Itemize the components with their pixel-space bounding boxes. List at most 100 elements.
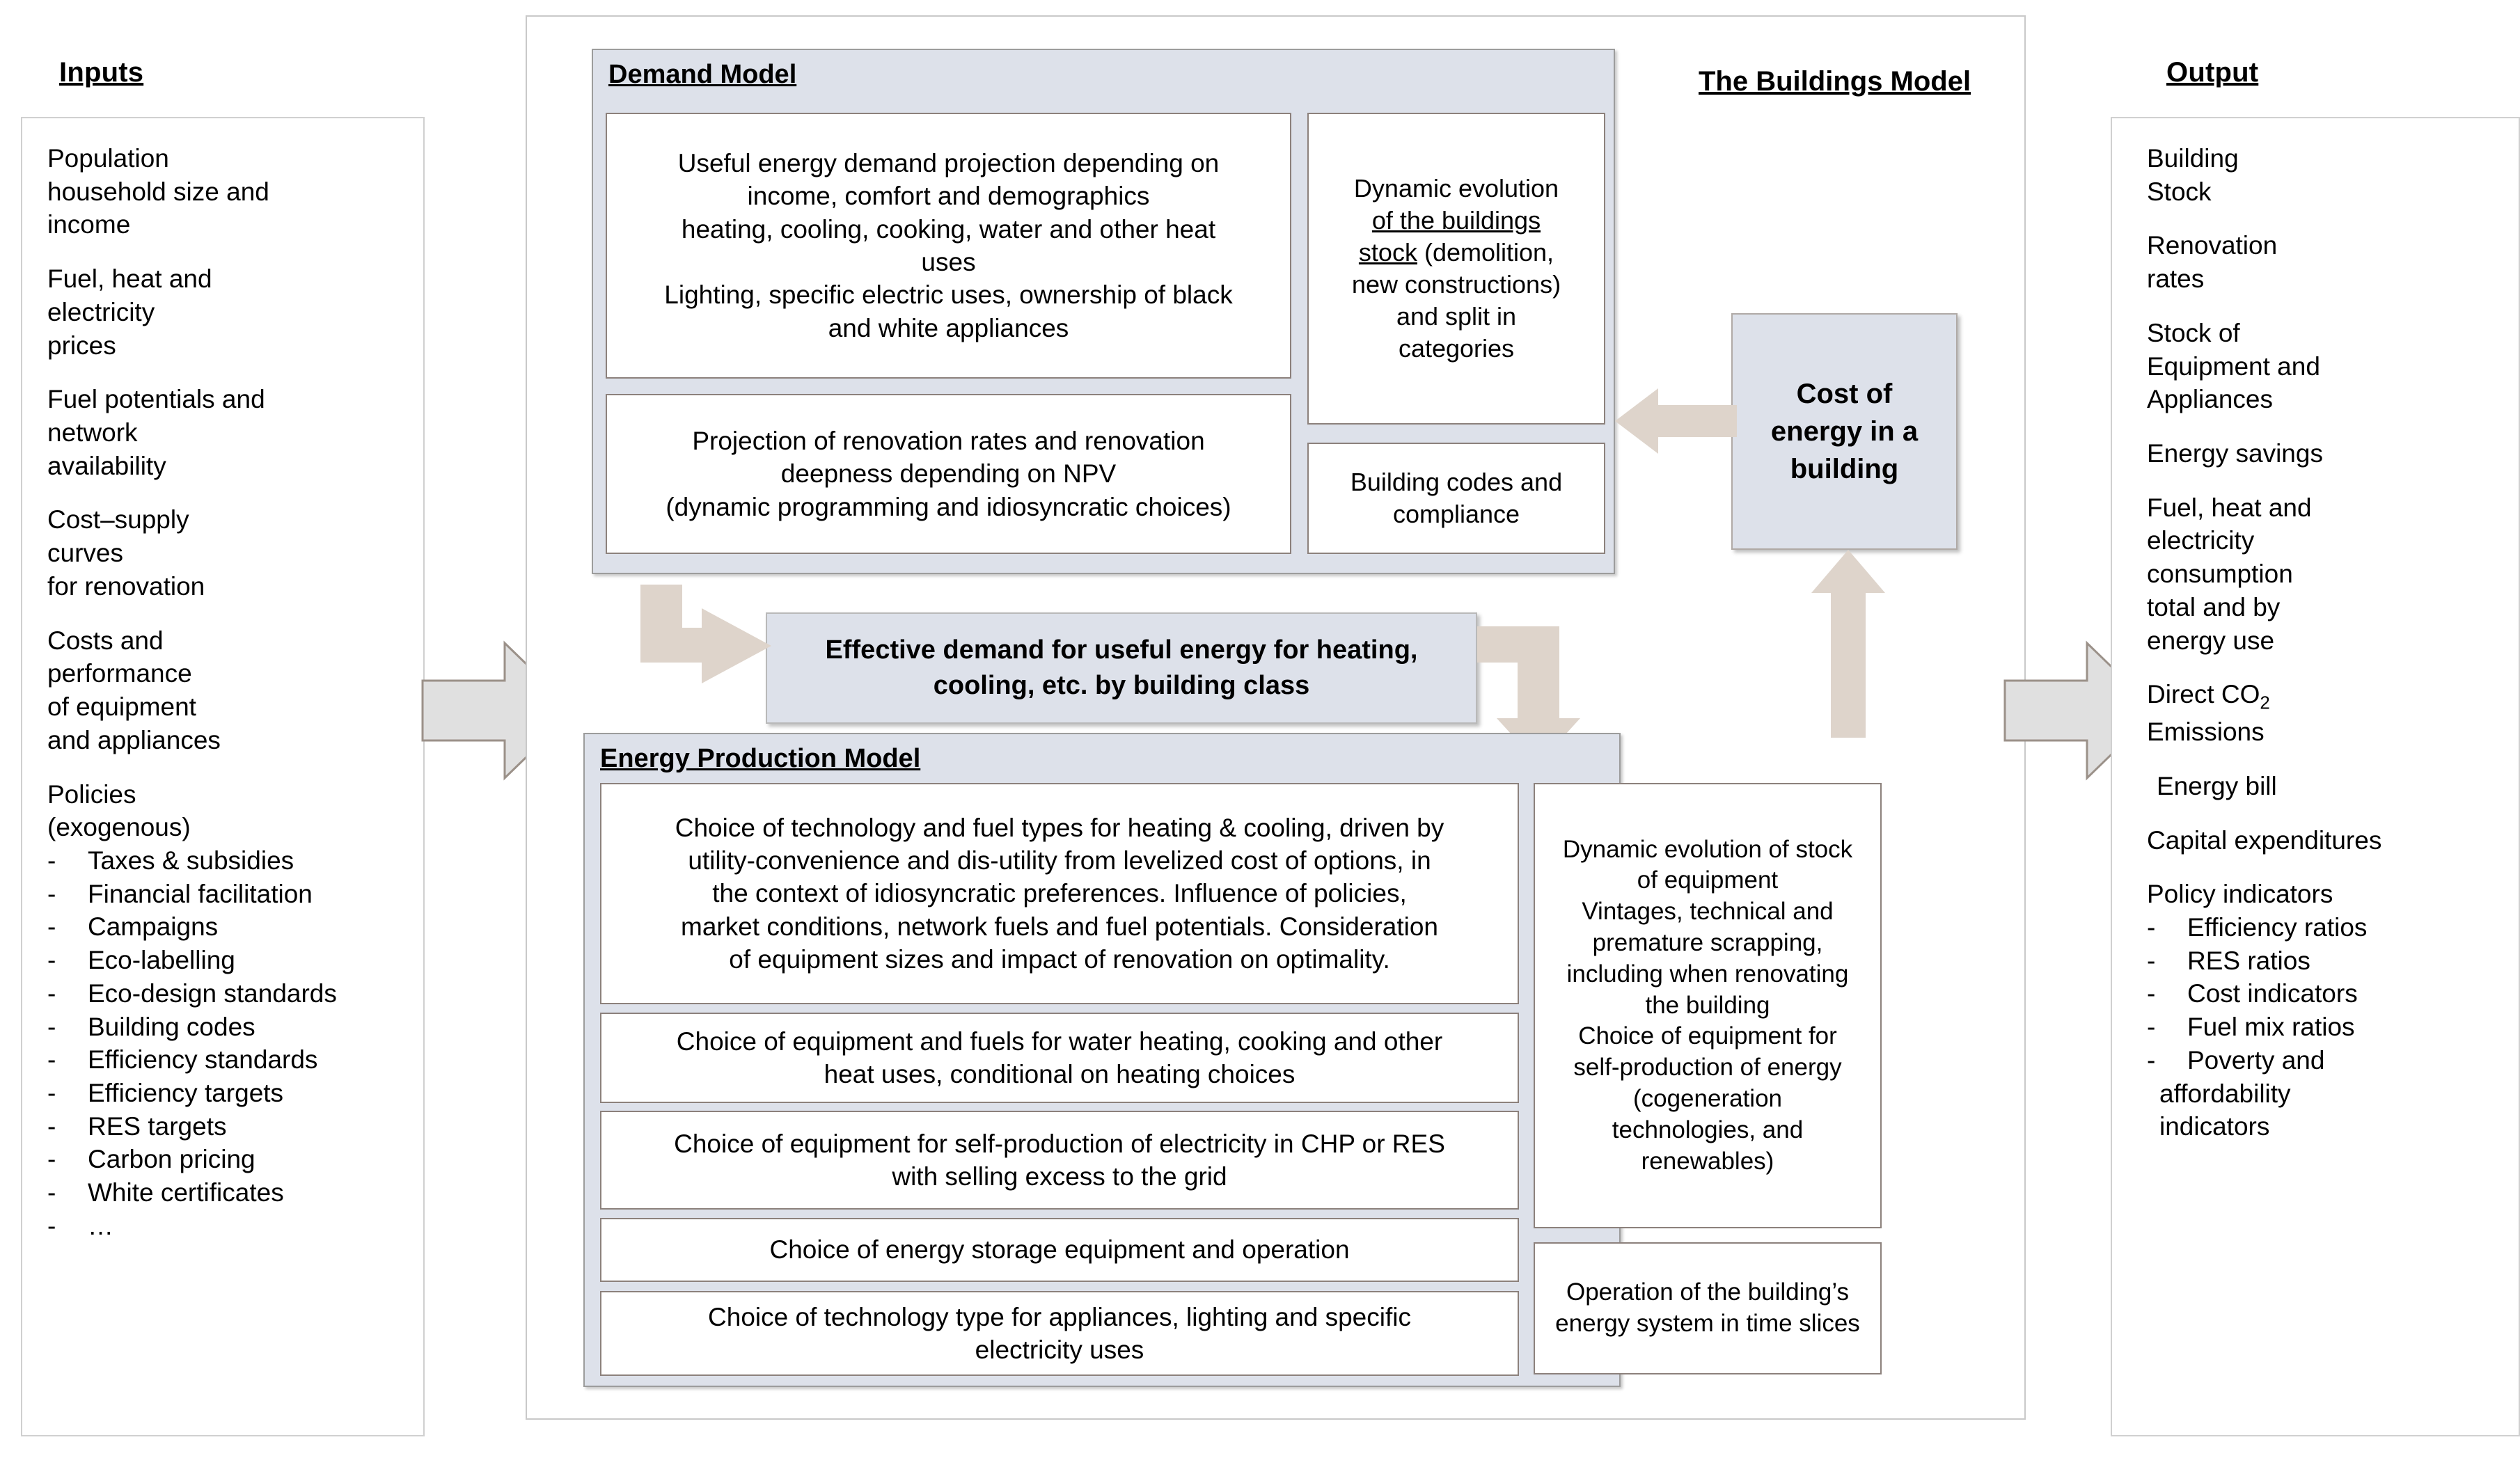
self-production-choice-text: Choice of equipment for self-production … <box>663 1120 1456 1201</box>
text-line: utility-convenience and dis-utility from… <box>688 846 1431 875</box>
output-line: Direct CO2 <box>2147 678 2494 715</box>
buildings-model-title: The Buildings Model <box>1699 66 1971 97</box>
cost-to-demand-arrow <box>1615 383 1737 459</box>
input-block: Cost–supply curves for renovation <box>47 503 398 603</box>
input-line: electricity <box>47 297 155 326</box>
policy-item: -Efficiency targets <box>47 1077 398 1110</box>
input-line: network <box>47 418 138 447</box>
production-to-cost-arrow <box>1810 550 1887 738</box>
policy-item: -Building codes <box>47 1011 398 1044</box>
policy-indicator-item: -Fuel mix ratios <box>2147 1011 2494 1044</box>
effective-demand-text: Effective demand for useful energy for h… <box>826 633 1418 704</box>
text-line: Choice of technology type for appliances… <box>708 1302 1411 1331</box>
text-line: Cost of <box>1796 379 1893 409</box>
text-line: uses <box>921 248 976 276</box>
input-line: household size and <box>47 177 269 206</box>
heating-cooling-choice-card: Choice of technology and fuel types for … <box>600 783 1519 1004</box>
building-codes-card: Building codes and compliance <box>1307 443 1605 554</box>
output-line: electricity <box>2147 526 2255 555</box>
output-line: Energy bill <box>2157 771 2277 800</box>
output-line: Renovation <box>2147 231 2278 260</box>
text-line: stock (demolition, <box>1352 237 1561 269</box>
text-line: electricity uses <box>975 1336 1144 1364</box>
input-block: Fuel, heat and electricity prices <box>47 262 398 362</box>
text-line: new constructions) <box>1351 270 1561 299</box>
output-block: Energy bill <box>2147 770 2494 803</box>
policy-label: Eco-labelling <box>88 946 235 975</box>
effective-to-production-arrow <box>1477 626 1599 766</box>
buildings-stock-text: Dynamic evolution of the buildings stock… <box>1341 166 1572 372</box>
output-line: Stock of <box>2147 318 2240 347</box>
text-line: categories <box>1398 334 1515 363</box>
dash-bullet: - <box>47 1111 56 1141</box>
output-line: Fuel, heat and <box>2147 493 2312 522</box>
input-line: Costs and <box>47 626 164 655</box>
output-line: Capital expenditures <box>2147 825 2382 855</box>
policy-item: -Eco-design standards <box>47 977 398 1011</box>
text-line: Effective demand for useful energy for h… <box>825 635 1418 665</box>
input-line: availability <box>47 451 166 480</box>
buildings-stock-card: Dynamic evolution of the buildings stock… <box>1307 113 1605 425</box>
text-line: Projection of renovation rates and renov… <box>692 426 1205 455</box>
output-list: Building Stock Renovation rates Stock of… <box>2112 118 2519 1157</box>
input-line: income <box>47 210 131 239</box>
output-heading: Output <box>2166 57 2259 88</box>
text-line: market conditions, network fuels and fue… <box>681 912 1438 941</box>
policy-label: Financial facilitation <box>88 879 313 908</box>
demand-model-title: Demand Model <box>608 60 797 89</box>
policy-indicator-label: Cost indicators <box>2187 979 2358 1008</box>
text-line: Choice of technology and fuel types for … <box>675 813 1444 842</box>
policy-label: … <box>88 1211 113 1240</box>
dash-bullet: - <box>2147 1045 2156 1075</box>
building-codes-text: Building codes and compliance <box>1339 459 1573 537</box>
dash-bullet: - <box>47 912 56 942</box>
output-line: consumption <box>2147 560 2293 589</box>
dash-bullet: - <box>47 1178 56 1207</box>
policy-indicator-item: - Cost indicators <box>2147 977 2494 1011</box>
cost-of-energy-box: Cost of energy in a building <box>1731 313 1958 550</box>
inputs-list: Population household size and income Fue… <box>22 118 423 1257</box>
policies-subtitle: (exogenous) <box>47 813 191 842</box>
cost-of-energy-text: Cost of energy in a building <box>1771 375 1918 488</box>
text-line: cooling, etc. by building class <box>933 671 1310 700</box>
input-block: Population household size and income <box>47 142 398 241</box>
water-heating-choice-text: Choice of equipment and fuels for water … <box>666 1018 1454 1098</box>
policy-label: Building codes <box>88 1012 255 1041</box>
policy-indicators-title: Policy indicators <box>2147 880 2333 909</box>
policy-label: Campaigns <box>88 912 219 942</box>
text-line: deepness depending on NPV <box>780 459 1117 489</box>
text-line: of the buildings <box>1352 205 1561 237</box>
text-line: renewables) <box>1641 1147 1774 1175</box>
text-line: of equipment <box>1637 866 1779 894</box>
input-line: for renovation <box>47 571 205 601</box>
text-line: Choice of equipment and fuels for water … <box>676 1027 1443 1056</box>
input-line: performance <box>47 659 192 688</box>
dash-bullet: - <box>47 1045 56 1075</box>
dash-bullet: - <box>47 978 56 1008</box>
policy-label: Taxes & subsidies <box>88 846 294 875</box>
text-line: premature scrapping, <box>1592 929 1823 956</box>
text-line: the context of idiosyncratic preferences… <box>712 879 1407 908</box>
output-block: Capital expenditures <box>2147 824 2494 857</box>
input-line: curves <box>47 539 123 568</box>
dash-bullet: - <box>47 879 56 908</box>
policy-item: -Efficiency standards <box>47 1043 398 1077</box>
appliances-choice-text: Choice of technology type for appliances… <box>697 1294 1422 1374</box>
dash-bullet: - <box>2147 979 2156 1008</box>
text-line: including when renovating <box>1566 960 1849 988</box>
output-line: Emissions <box>2147 718 2265 747</box>
output-block: Stock of Equipment and Appliances <box>2147 317 2494 416</box>
output-line: total and by <box>2147 592 2281 621</box>
policy-label: Efficiency targets <box>88 1078 284 1107</box>
text-line: Choice of equipment for <box>1578 1022 1837 1050</box>
text-line: Choice of energy storage equipment and o… <box>769 1235 1350 1265</box>
text-line: (cogeneration <box>1632 1084 1783 1112</box>
text-rest: (demolition, <box>1417 237 1554 267</box>
inputs-panel: Population household size and income Fue… <box>21 117 425 1436</box>
demand-to-effective-arrow <box>640 585 773 706</box>
stock-of-equipment-card: Dynamic evolution of stock of equipment … <box>1534 783 1882 1228</box>
text-line: heating, cooling, cooking, water and oth… <box>681 214 1216 244</box>
output-block: Renovation rates <box>2147 229 2494 295</box>
dash-bullet: - <box>2147 913 2156 942</box>
text-line: Useful energy demand projection dependin… <box>677 148 1220 177</box>
